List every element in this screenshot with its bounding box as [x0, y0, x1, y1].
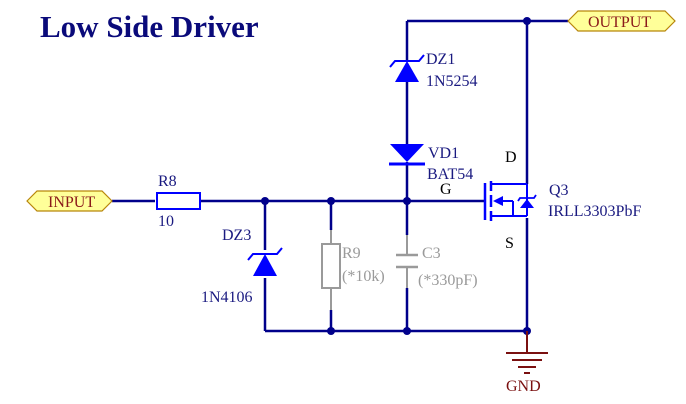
vd1-value-label: BAT54	[427, 166, 473, 183]
q3-body-arrow	[493, 196, 503, 206]
ground-symbol: GND	[506, 331, 548, 395]
input-port-shape	[26, 190, 113, 212]
junction-dot	[327, 327, 335, 335]
input-port-label: INPUT	[48, 194, 95, 211]
c3-value-label: (*330pF)	[418, 272, 478, 289]
q3-body-diode-bar	[517, 194, 537, 202]
junctions	[261, 17, 531, 335]
resistor-r9-body	[321, 243, 341, 289]
dz1-value-label: 1N5254	[426, 73, 478, 90]
zener-dz1[interactable]: DZ1 1N5254	[389, 51, 478, 90]
q3-pin-d: D	[505, 149, 517, 166]
capacitor-c3[interactable]: C3 (*330pF)	[396, 235, 478, 289]
dz3-ref-label: DZ3	[222, 227, 251, 244]
mosfet-q3[interactable]: G D S Q3 IRLL3303PbF	[440, 149, 641, 252]
q3-value-label: IRLL3303PbF	[548, 203, 641, 220]
output-port-shape	[567, 10, 676, 32]
resistor-r8-body	[156, 192, 201, 210]
junction-dot	[403, 197, 411, 205]
output-port-label: OUTPUT	[588, 14, 651, 31]
r8-ref-label: R8	[158, 173, 177, 190]
r9-value-label: (*10k)	[342, 268, 385, 285]
zener-dz3[interactable]: DZ3 1N4106	[201, 227, 283, 306]
input-port[interactable]: INPUT	[26, 190, 113, 212]
junction-dot	[523, 17, 531, 25]
zener-dz1-triangle	[395, 61, 419, 82]
zener-dz3-triangle	[253, 254, 277, 276]
r8-value-label: 10	[158, 213, 174, 230]
vd1-ref-label: VD1	[428, 145, 459, 162]
junction-dot	[327, 197, 335, 205]
output-port[interactable]: OUTPUT	[567, 10, 676, 32]
junction-dot	[261, 197, 269, 205]
r9-ref-label: R9	[342, 245, 361, 262]
gnd-label: GND	[506, 378, 541, 395]
junction-dot	[403, 327, 411, 335]
diode-vd1[interactable]: VD1 BAT54	[389, 144, 473, 183]
zener-dz1-bar	[389, 54, 425, 68]
c3-ref-label: C3	[422, 245, 441, 262]
resistor-r9[interactable]: R9 (*10k)	[321, 230, 385, 310]
resistor-r8[interactable]: R8 10	[156, 173, 201, 230]
q3-body-diode	[520, 199, 534, 208]
wires	[112, 19, 568, 333]
dz3-value-label: 1N4106	[201, 289, 253, 306]
q3-pin-s: S	[505, 235, 514, 252]
dz1-ref-label: DZ1	[426, 51, 455, 68]
q3-ref-label: Q3	[549, 182, 569, 199]
zener-dz3-bar	[247, 247, 283, 261]
q3-pin-g: G	[440, 181, 452, 198]
diode-vd1-triangle	[390, 144, 424, 162]
schematic-title: Low Side Driver	[40, 9, 259, 44]
